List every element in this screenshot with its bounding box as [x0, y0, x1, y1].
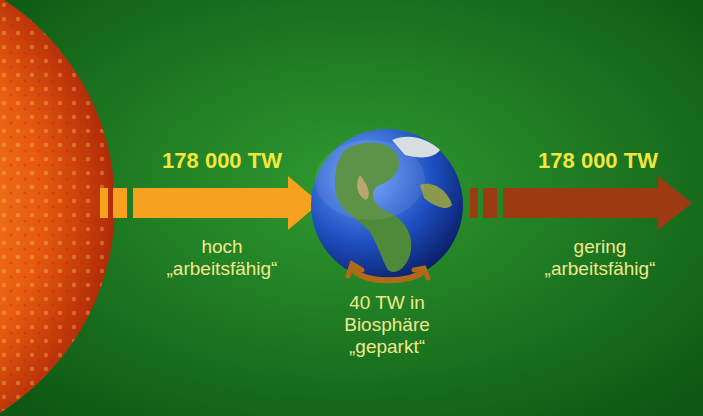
cycle-arrow: [348, 264, 428, 280]
output-arrow: [470, 176, 692, 230]
power-value: 178 000 TW: [162, 148, 282, 173]
input-arrow: [100, 176, 320, 230]
earth-globe: [311, 129, 463, 281]
biosphere-note: 40 TW in Biosphäre „geparkt“: [335, 292, 439, 358]
power-value: 178 000 TW: [538, 148, 658, 173]
quality-note: hoch „arbeitsfähig“: [167, 236, 278, 280]
quality-note: gering „arbeitsfähig“: [545, 236, 656, 280]
sun: [0, 0, 115, 416]
